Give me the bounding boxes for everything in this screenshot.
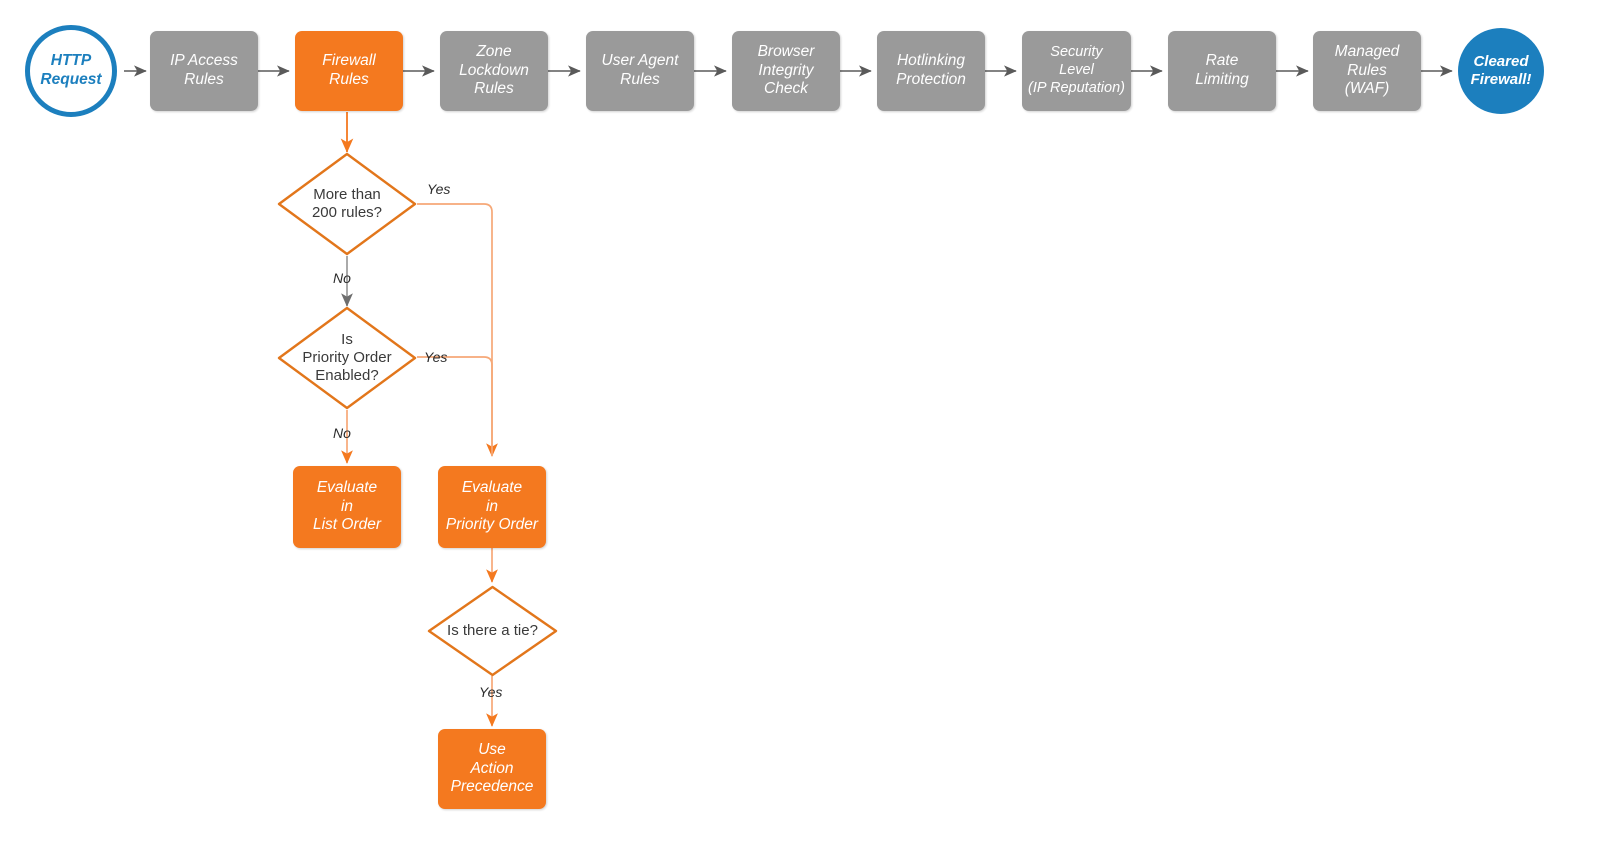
decision-more-than-200-rules[interactable]: More than 200 rules? xyxy=(277,152,417,256)
node-rate-limiting[interactable]: Rate Limiting xyxy=(1168,31,1276,111)
edge-label-text: Yes xyxy=(424,349,448,365)
edge-label-text: No xyxy=(333,425,351,441)
node-label: Evaluate in List Order xyxy=(312,478,382,534)
node-label: HTTP Request xyxy=(40,52,102,88)
node-label: Firewall Rules xyxy=(322,52,376,88)
node-security-level[interactable]: Security Level (IP Reputation) xyxy=(1022,31,1131,111)
edge-label-yes-priority-enabled: Yes xyxy=(424,349,447,365)
node-label: User Agent Rules xyxy=(601,52,679,88)
diamond-outline-icon xyxy=(277,306,417,410)
node-hotlinking-protection[interactable]: Hotlinking Protection xyxy=(877,31,985,111)
edge-label-yes-more-than-200: Yes xyxy=(427,181,450,197)
node-label: Use Action Precedence xyxy=(450,740,534,796)
diamond-outline-icon xyxy=(277,152,417,256)
decision-is-there-a-tie[interactable]: Is there a tie? xyxy=(427,585,558,677)
edge-yes-more-than-200 xyxy=(417,203,498,457)
node-user-agent-rules[interactable]: User Agent Rules xyxy=(586,31,694,111)
node-cleared-firewall[interactable]: Cleared Firewall! xyxy=(1458,28,1544,114)
node-label: Browser Integrity Check xyxy=(757,42,815,98)
node-label: Hotlinking Protection xyxy=(896,52,966,88)
node-use-action-precedence[interactable]: Use Action Precedence xyxy=(438,729,546,809)
node-http-request[interactable]: HTTP Request xyxy=(25,25,117,117)
node-label: IP Access Rules xyxy=(170,52,238,88)
node-label: Evaluate in Priority Order xyxy=(445,478,539,534)
node-label: Zone Lockdown Rules xyxy=(459,42,529,98)
decision-label: Is there a tie? xyxy=(447,621,538,639)
node-label: Cleared Firewall! xyxy=(1470,52,1532,88)
decision-priority-order-enabled[interactable]: Is Priority Order Enabled? xyxy=(277,306,417,410)
node-ip-access-rules[interactable]: IP Access Rules xyxy=(150,31,258,111)
node-label: Security Level (IP Reputation) xyxy=(1028,44,1125,96)
node-label: Rate Limiting xyxy=(1195,52,1249,88)
node-zone-lockdown-rules[interactable]: Zone Lockdown Rules xyxy=(440,31,548,111)
node-browser-integrity-check[interactable]: Browser Integrity Check xyxy=(732,31,840,111)
node-evaluate-in-list-order[interactable]: Evaluate in List Order xyxy=(293,466,401,548)
node-managed-rules-waf[interactable]: Managed Rules (WAF) xyxy=(1313,31,1421,111)
node-firewall-rules[interactable]: Firewall Rules xyxy=(295,31,403,111)
node-label: Managed Rules (WAF) xyxy=(1334,42,1400,98)
edge-label-text: No xyxy=(333,270,351,286)
edge-label-text: Yes xyxy=(427,181,451,197)
decision-label: Is Priority Order Enabled? xyxy=(302,330,392,385)
edge-label-no-priority-enabled: No xyxy=(333,425,351,441)
diamond-outline-icon xyxy=(427,585,558,677)
edge-yes-priority-enabled xyxy=(417,356,493,456)
node-evaluate-in-priority-order[interactable]: Evaluate in Priority Order xyxy=(438,466,546,548)
edge-label-yes-is-there-a-tie: Yes xyxy=(479,684,502,700)
edge-label-text: Yes xyxy=(479,684,503,700)
edge-label-no-more-than-200: No xyxy=(333,270,351,286)
decision-label: More than 200 rules? xyxy=(311,185,383,221)
